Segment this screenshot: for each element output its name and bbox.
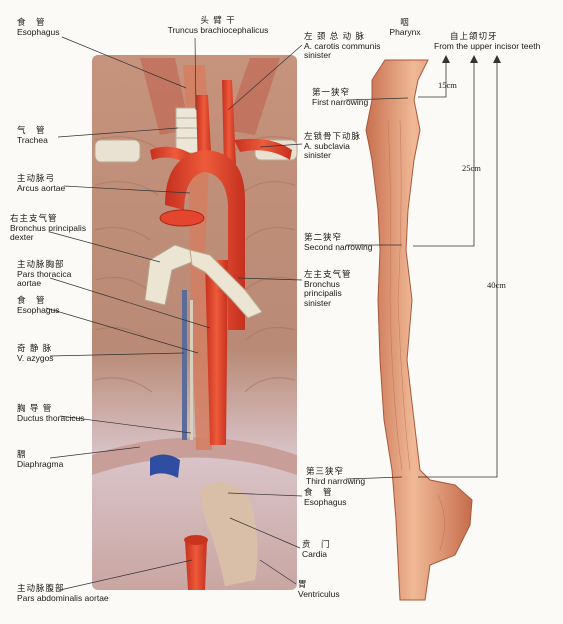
measurement-15cm: 15cm [438,80,457,90]
thorax-illustration [92,55,298,590]
measurement-lines [413,60,498,478]
measurement-arrows [442,55,501,63]
measurement-25cm: 25cm [462,163,481,173]
esophagus-illustration [365,59,473,601]
leader-lines [45,36,409,591]
measurement-40cm: 40cm [487,280,506,290]
